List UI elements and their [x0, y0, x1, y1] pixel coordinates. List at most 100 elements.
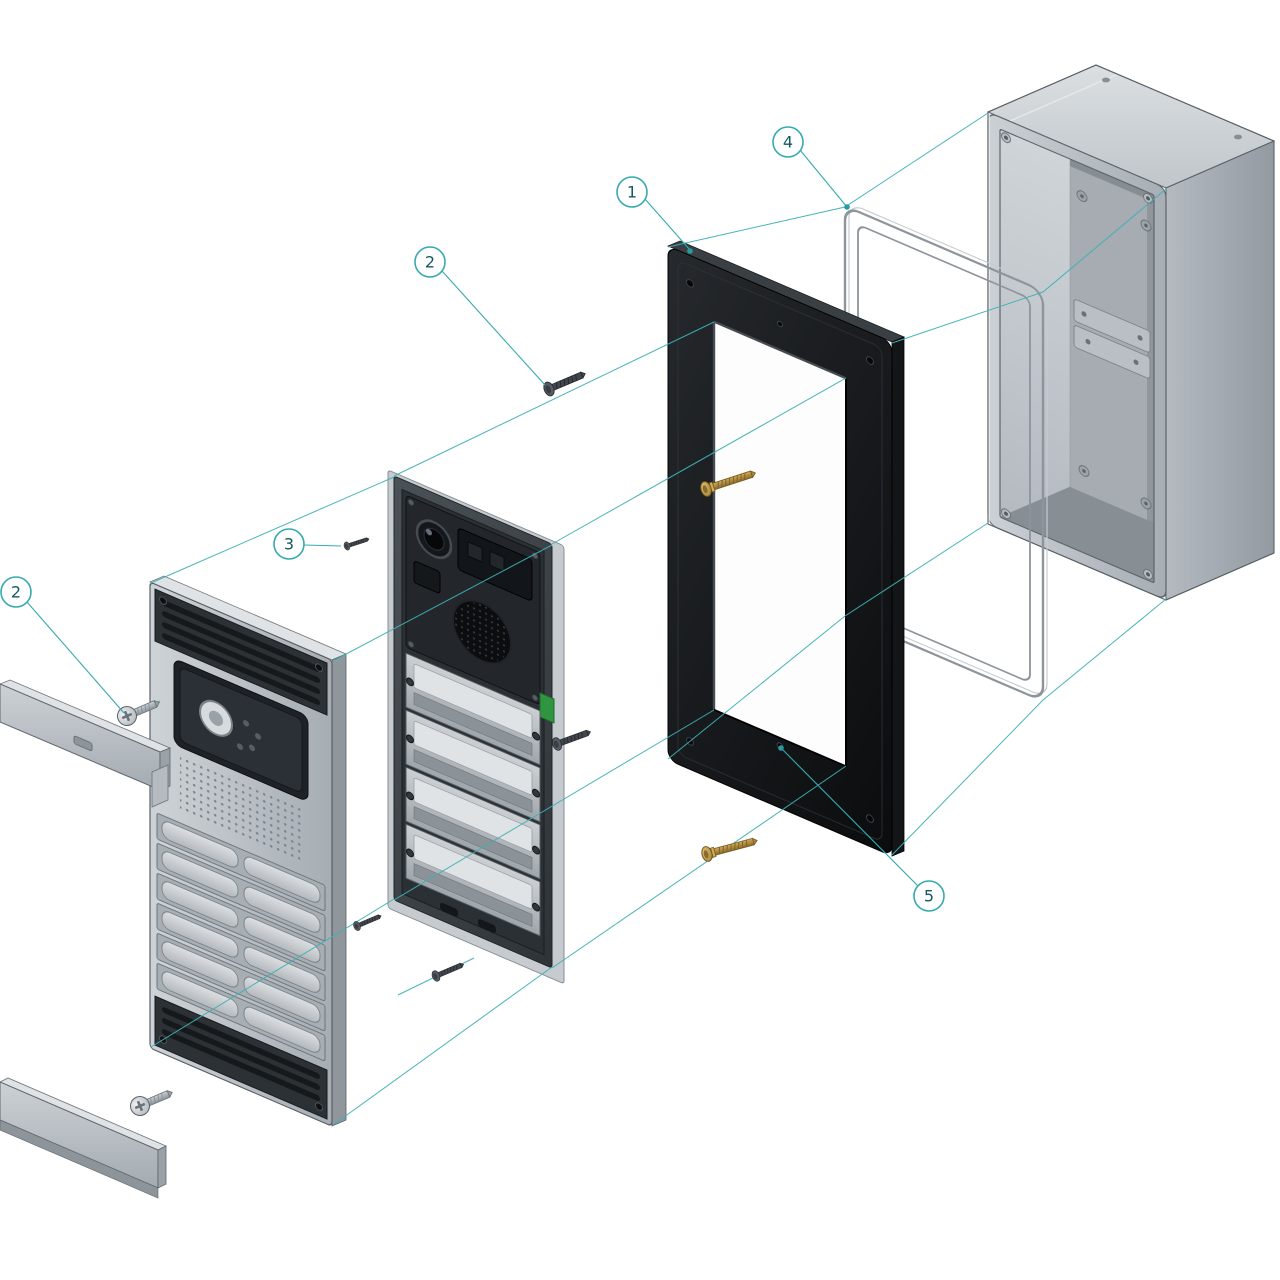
button-row — [156, 873, 326, 972]
callout-balloon — [616, 176, 648, 208]
callout-balloon — [414, 246, 446, 278]
box-top-hole — [1234, 134, 1242, 140]
construction-line — [891, 188, 1167, 344]
leader-line — [644, 198, 691, 251]
leader-line — [26, 601, 125, 714]
rail-hole — [1081, 311, 1087, 317]
panel-bottom-grille — [154, 995, 328, 1120]
panel-top-grille — [154, 588, 328, 716]
green-connector — [539, 692, 555, 724]
rail-hole — [1133, 359, 1139, 365]
call-button[interactable] — [161, 879, 239, 930]
box-cable-rail — [1073, 325, 1151, 379]
call-button[interactable] — [243, 884, 321, 935]
grille-screw — [159, 596, 167, 605]
box-bottom-inner-wall — [1000, 487, 1154, 583]
button-module-row — [405, 652, 541, 766]
mounting-slot — [440, 902, 458, 917]
button-row — [156, 843, 326, 942]
frame-step-line — [677, 262, 883, 840]
construction-line — [667, 522, 989, 760]
panel-speaker-holes — [180, 756, 302, 864]
attach-dot — [778, 745, 784, 751]
call-button[interactable] — [161, 909, 239, 960]
callouts: 1 2 2 3 4 5 — [0, 126, 945, 912]
callout-number: 4 — [783, 133, 793, 152]
frame-opening-bevel — [714, 320, 846, 380]
callout-number: 2 — [11, 583, 21, 602]
construction-line — [393, 321, 715, 477]
led-dot — [237, 743, 243, 750]
leader-line — [799, 149, 848, 208]
rail-hole — [1085, 338, 1091, 345]
callout-4: 4 — [772, 126, 850, 210]
call-button[interactable] — [243, 944, 321, 995]
callout-5: 5 — [778, 745, 945, 912]
call-button[interactable] — [243, 854, 321, 905]
callout-2b: 2 — [0, 576, 125, 714]
frame-opening — [714, 321, 846, 767]
trim-end-cap — [157, 1145, 167, 1189]
attach-dot — [687, 248, 693, 254]
panel-camera-window — [173, 660, 309, 800]
led-block — [467, 541, 483, 563]
callout-number: 1 — [627, 183, 637, 202]
callout-1: 1 — [616, 176, 693, 254]
call-button[interactable] — [243, 974, 321, 1025]
grille-screw — [315, 1102, 323, 1111]
box-front — [987, 114, 1167, 598]
call-button[interactable] — [161, 849, 239, 900]
mounting-frame — [666, 240, 906, 857]
box-top-hole — [1102, 77, 1110, 83]
front-panel — [148, 575, 348, 1127]
callout-number: 3 — [284, 535, 294, 554]
callout-2a: 2 — [414, 246, 546, 386]
mounting-slot — [478, 919, 496, 933]
box-inner-right-shadow — [1147, 191, 1154, 583]
box-right-face — [1165, 140, 1275, 601]
construction-line — [551, 377, 847, 545]
callout-balloon — [273, 528, 305, 560]
leader-line — [780, 747, 919, 887]
speaker-grille-holes — [455, 602, 509, 662]
box-cable-rail — [1073, 299, 1151, 353]
callout-balloon — [772, 126, 804, 158]
led-dot — [255, 733, 261, 740]
leader-line — [441, 270, 546, 386]
call-button[interactable] — [161, 939, 239, 990]
construction-line — [332, 544, 553, 662]
camera-unit-screws — [407, 498, 539, 702]
sensor-window — [413, 561, 441, 594]
led-block — [489, 550, 505, 573]
grille-screw — [315, 663, 323, 672]
box-interior — [1000, 129, 1154, 583]
panel-right-face — [331, 653, 347, 1127]
button-row — [156, 813, 326, 912]
lens-glint — [426, 528, 432, 536]
callout-balloon — [0, 576, 32, 608]
callout-number: 5 — [924, 887, 934, 906]
call-button[interactable] — [161, 819, 239, 870]
trim-end-bracket — [151, 764, 169, 808]
box-silhouette — [987, 64, 1275, 601]
construction-line — [551, 765, 847, 969]
frame-opening-edge — [714, 708, 846, 768]
leader-line — [303, 544, 342, 547]
camera-speaker-unit — [405, 495, 555, 724]
brand-mark — [73, 735, 93, 752]
call-button[interactable] — [243, 914, 321, 965]
frame-right-face — [891, 336, 905, 857]
callout-3: 3 — [273, 528, 342, 560]
led-dot — [249, 744, 255, 752]
rail-hole — [1137, 335, 1143, 341]
button-row — [156, 903, 326, 1002]
button-module-row — [405, 766, 541, 880]
construction-line — [393, 709, 715, 901]
top-trim-profile — [0, 679, 172, 808]
attach-dot — [844, 204, 850, 210]
call-button[interactable] — [243, 1004, 321, 1055]
button-row — [156, 963, 326, 1062]
box-screw-bosses — [1076, 190, 1152, 510]
construction-line — [891, 598, 1167, 856]
